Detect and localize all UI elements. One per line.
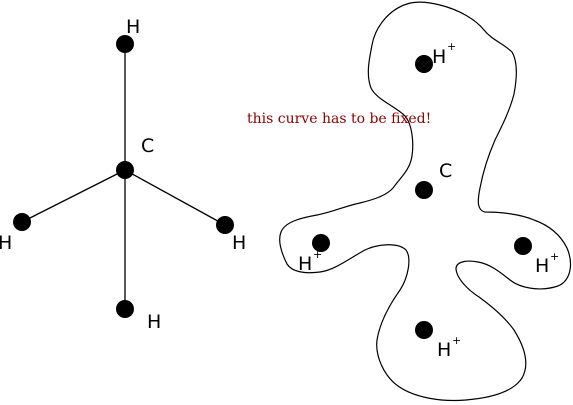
label-h-top: H [126,16,140,38]
svg-text:+: + [550,250,559,263]
svg-text:H: H [437,339,451,361]
hydrogen-atom-left [13,213,31,231]
svg-text:+: + [452,334,461,347]
label-h-plus-bottom: H + [437,334,461,361]
bond-right [124,169,226,226]
svg-text:H: H [535,255,549,277]
svg-text:+: + [447,40,456,53]
hydrogen-atom-right [216,216,234,234]
svg-text:H: H [432,46,446,68]
label-h-plus-left: H + [298,248,322,275]
hydrogen-ion-right [514,237,532,255]
electron-cloud-outline [279,1,572,402]
label-h-left: H [0,232,12,254]
carbon-center [415,181,433,199]
label-h-right: H [232,232,246,254]
annotation-note: this curve has to be fixed! [247,111,431,127]
svg-text:+: + [313,248,322,261]
hydrogen-atom-bottom [116,300,134,318]
label-h-plus-top: H + [432,40,456,68]
right-molecule: H + C H + H + H + [279,1,572,402]
label-h-plus-right: H + [535,250,559,277]
carbon-atom [116,161,134,179]
hydrogen-ion-top [415,55,433,73]
svg-text:H: H [298,253,312,275]
label-carbon-center: C [439,160,452,182]
hydrogen-ion-left [312,234,330,252]
hydrogen-ion-bottom [415,321,433,339]
left-molecule: H C H H H [0,16,246,333]
label-carbon: C [141,135,154,157]
hydrogen-atom-top [116,35,134,53]
bond-left [21,169,126,223]
label-h-bottom: H [147,311,161,333]
